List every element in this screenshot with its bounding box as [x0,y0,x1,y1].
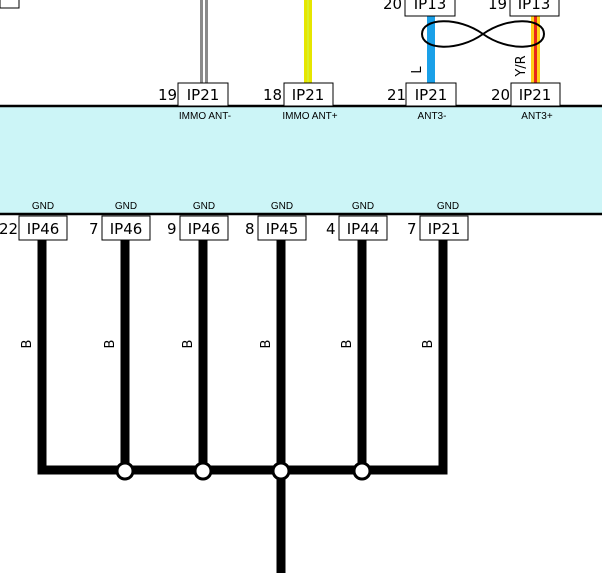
pin-number: 19 [158,86,177,104]
pin-number: 7 [89,220,99,238]
corner-connector-fragment [0,0,20,9]
wire-immo-ant-plus [304,0,312,83]
pin-number: 8 [245,220,255,238]
connector-id: IP44 [347,220,380,238]
module-pin-immo-ant-minus: 19 IP21 IMMO ANT- [158,82,231,122]
wire-color-label: B [20,340,35,349]
signal-label: GND [352,201,374,212]
wire-immo-ant-minus [200,0,208,83]
module-pin-gnd-ip21-7: GND 7 IP21 [407,201,469,241]
module-pin-gnd-ip44-4: GND 4 IP44 [326,201,388,241]
module-pin-gnd-ip46-22: GND 22 IP46 [0,201,68,241]
pin-number: 20 [383,0,402,13]
connector-id: IP21 [415,86,448,104]
top-connector-ip13-pin20: 20 IP13 [383,0,456,17]
module-pin-gnd-ip45-8: GND 8 IP45 [245,201,307,241]
top-connector-ip13-pin19: 19 IP13 [488,0,560,17]
signal-label: GND [437,201,459,212]
signal-label: ANT3- [418,111,447,122]
pin-number: 20 [491,86,510,104]
pin-number: 18 [263,86,282,104]
pin-number: 21 [387,86,406,104]
twisted-pair-symbol [420,20,546,48]
module-pin-immo-ant-plus: 18 IP21 IMMO ANT+ [263,82,338,122]
splice-node [115,461,135,481]
connector-id: IP46 [27,220,60,238]
wire-color-label: L [410,66,425,74]
splice-node [271,461,291,481]
connector-id: IP21 [519,86,552,104]
wire-color-label: B [103,340,118,349]
signal-label: GND [271,201,293,212]
connector-id: IP13 [414,0,447,13]
pin-number: 19 [488,0,507,13]
splice-node [193,461,213,481]
connector-id: IP46 [188,220,221,238]
splice-node [352,461,372,481]
signal-label: IMMO ANT- [179,111,231,122]
control-module-body [0,106,602,214]
module-pin-gnd-ip46-9: GND 9 IP46 [167,201,229,241]
pin-number: 22 [0,220,18,238]
connector-id: IP13 [518,0,551,13]
connector-id: IP21 [187,86,220,104]
wire-color-label: B [259,340,274,349]
wire-color-label: B [340,340,355,349]
wire-ant3-plus [531,12,540,83]
connector-id: IP21 [428,220,461,238]
wire-color-label: Y/R [514,55,529,77]
ground-wiring [37,240,448,573]
module-pin-ant3-minus: 21 IP21 ANT3- [387,82,457,122]
module-pin-gnd-ip46-7: GND 7 IP46 [89,201,151,241]
pin-number: 9 [167,220,177,238]
signal-label: ANT3+ [521,111,553,122]
connector-id: IP45 [266,220,299,238]
signal-label: GND [193,201,215,212]
splice-nodes [115,461,372,481]
connector-id: IP46 [110,220,143,238]
pin-number: 7 [407,220,417,238]
wire-color-label: B [421,340,436,349]
wire-color-label: B [181,340,196,349]
signal-label: IMMO ANT+ [282,111,337,122]
wire-ant3-minus [427,12,435,83]
signal-label: GND [115,201,137,212]
pin-number: 4 [326,220,336,238]
module-pin-ant3-plus: 20 IP21 ANT3+ [491,82,561,122]
connector-id: IP21 [292,86,325,104]
signal-label: GND [32,201,54,212]
